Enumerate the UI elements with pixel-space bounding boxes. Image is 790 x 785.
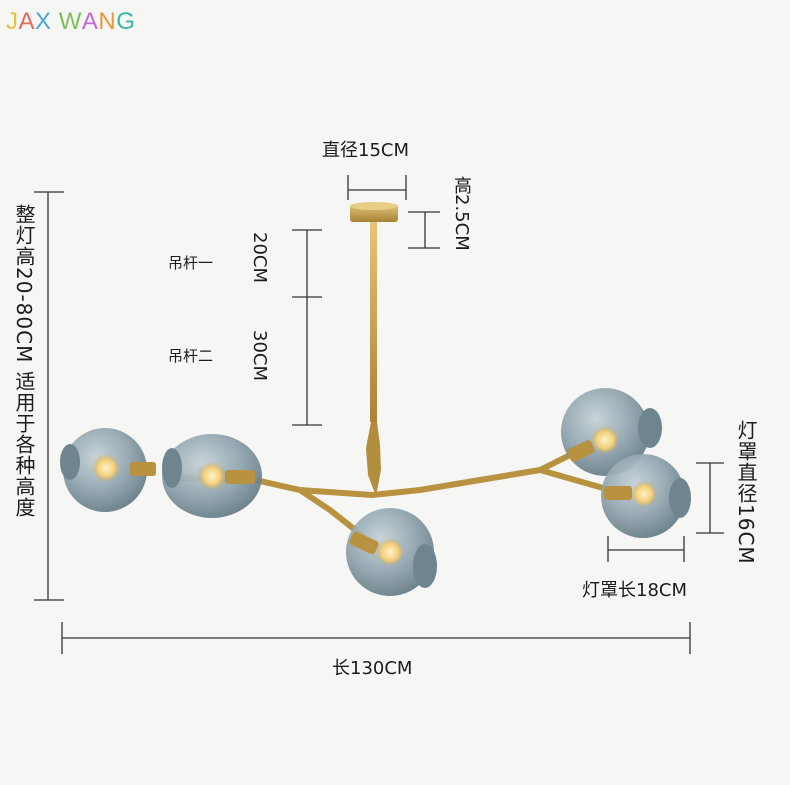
globe-bottom-center [346,508,437,596]
brand-logo: JAX WANG [6,8,135,36]
rod-two-length: 30CM [249,330,270,382]
shade-length-label: 灯罩长18CM [582,580,688,601]
total-height-label: 整灯高20-80CM 适用于各种高度 [12,204,36,518]
logo-letter: N [98,8,117,35]
logo-letter: J [6,8,19,35]
globe-left [60,428,156,512]
total-length-label: 长130CM [332,658,413,679]
logo-letter: A [81,8,99,35]
shade-diameter-label: 灯罩直径16CM [734,420,758,565]
logo-letter: A [18,8,36,35]
globe-right-bottom [601,454,691,538]
logo-letter: W [58,8,82,35]
canopy-height-label: 高2.5CM [451,176,472,251]
rod-one-label: 吊杆一 [168,254,214,272]
canopy-and-rod [350,202,398,496]
rod-two-label: 吊杆二 [168,347,214,365]
globe-left-center [162,434,262,518]
canopy-diameter-label: 直径15CM [322,140,410,161]
logo-letter: X [35,8,52,35]
rod-one-length: 20CM [249,232,270,284]
dimension-lines [34,175,724,654]
globe-right-top [561,388,662,476]
logo-letter: G [116,8,136,35]
